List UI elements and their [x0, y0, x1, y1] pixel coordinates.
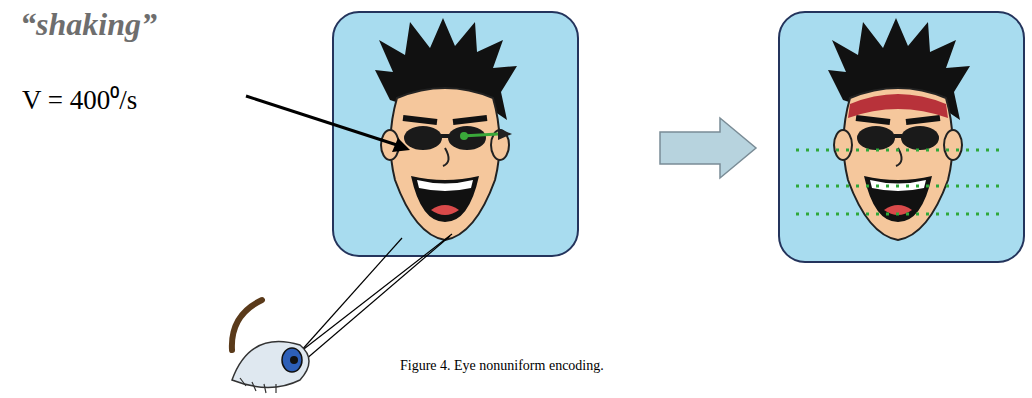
- figure-caption: Figure 4. Eye nonuniform encoding.: [400, 358, 604, 374]
- velocity-label: V = 400⁰/s: [22, 80, 137, 117]
- title-word: “shaking”: [20, 6, 157, 43]
